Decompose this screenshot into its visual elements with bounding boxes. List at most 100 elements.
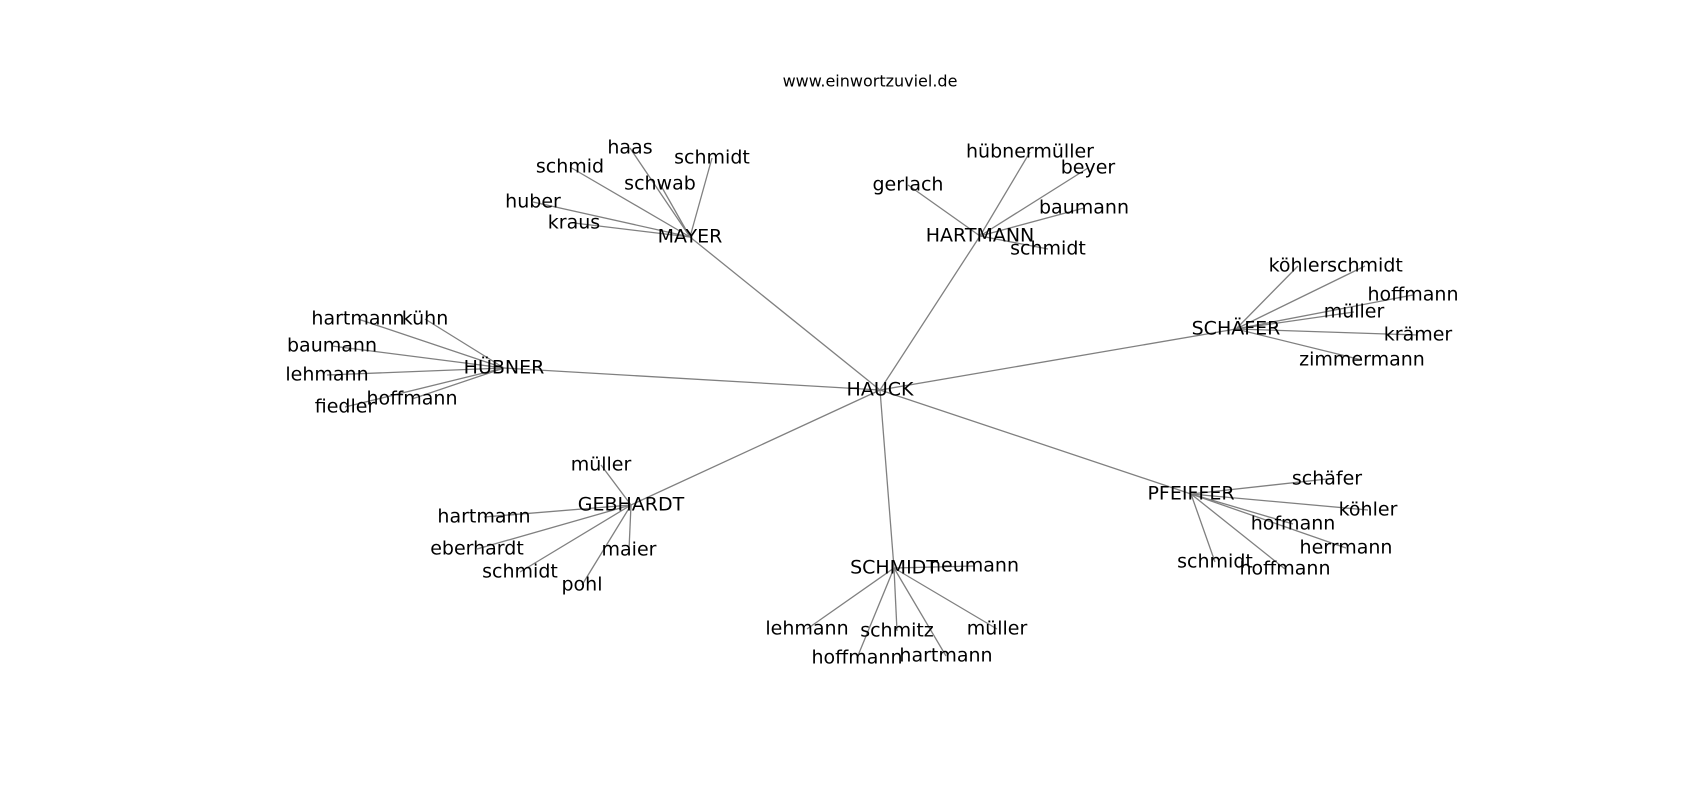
edge-pfeiffer-0	[1190, 478, 1328, 495]
leaf-node: hoffmann	[1368, 284, 1459, 306]
edge-schmidt-2	[893, 567, 898, 632]
edge-hübner-5	[344, 367, 505, 408]
edge-center-mayer	[689, 236, 881, 391]
hub-node: GEBHARDT	[578, 494, 685, 516]
leaf-node: hoffmann	[812, 647, 903, 669]
leaf-node: köhler	[1339, 499, 1398, 521]
hub-node: SCHMIDT	[850, 557, 938, 579]
leaf-node: zimmermann	[1299, 349, 1425, 371]
edge-mayer-1	[569, 166, 691, 238]
edge-schäfer-5	[1235, 328, 1363, 361]
leaf-node: schmidt	[1327, 255, 1403, 277]
hub-node: MAYER	[658, 226, 723, 248]
leaf-node: hartmann	[899, 645, 992, 667]
edge-mayer-5	[573, 222, 691, 238]
leaf-node: beyer	[1061, 157, 1116, 179]
edge-pfeiffer-1	[1190, 493, 1369, 511]
leaf-node: müller	[1324, 301, 1385, 323]
leaf-node: schmidt	[1177, 551, 1253, 573]
edge-hübner-3	[326, 367, 505, 376]
leaf-node: kraus	[548, 212, 600, 234]
leaf-node: lehmann	[765, 618, 848, 640]
leaf-node: kühn	[402, 308, 449, 330]
edge-center-pfeiffer	[879, 389, 1192, 495]
edge-schmidt-4	[856, 567, 895, 659]
leaf-node: baumann	[1039, 197, 1129, 219]
edge-schmidt-5	[893, 567, 947, 657]
edge-schmidt-3	[893, 567, 998, 630]
edge-schäfer-1	[1235, 265, 1366, 330]
edge-mayer-4	[532, 201, 691, 238]
edge-pfeiffer-4	[1190, 493, 1216, 563]
leaf-node: hoffmann	[1240, 558, 1331, 580]
leaf-node: pohl	[561, 574, 602, 596]
edge-schäfer-2	[1235, 294, 1414, 330]
edge-schäfer-4	[1235, 328, 1419, 336]
center-node: HAUCK	[847, 379, 914, 401]
leaf-node: schmitz	[860, 620, 934, 642]
leaf-node: fiedler	[315, 396, 376, 418]
leaf-node: schäfer	[1292, 468, 1362, 490]
edge-hartmann-4	[979, 235, 1049, 250]
leaf-node: haas	[607, 137, 652, 159]
edge-gebhardt-2	[476, 504, 632, 550]
edge-pfeiffer-2	[1190, 493, 1294, 525]
leaf-node: müller	[967, 618, 1028, 640]
edge-center-schmidt	[879, 389, 895, 569]
edge-mayer-2	[689, 157, 713, 238]
leaf-node: hartmann	[437, 506, 530, 528]
edge-hartmann-1	[907, 184, 981, 237]
edge-gebhardt-5	[581, 504, 632, 586]
leaf-node: schmid	[536, 156, 604, 178]
graph-edges	[326, 147, 1419, 659]
edge-schmidt-0	[893, 565, 975, 569]
leaf-node: baumann	[287, 335, 377, 357]
edge-gebhardt-3	[628, 504, 632, 551]
edge-center-schäfer	[879, 328, 1237, 391]
edge-hübner-1	[424, 318, 505, 369]
edge-center-hartmann	[879, 235, 981, 391]
leaf-node: müller	[571, 454, 632, 476]
hub-node: PFEIFFER	[1147, 483, 1234, 505]
graph-labels: www.einwortzuviel.de HAUCKMAYERhaasschmi…	[285, 72, 1458, 669]
leaf-node: neumann	[929, 555, 1019, 577]
edge-hartmann-0	[979, 151, 1031, 237]
leaf-node: schwab	[624, 173, 696, 195]
leaf-node: schmidt	[1010, 238, 1086, 260]
edge-hübner-4	[411, 367, 505, 400]
leaf-node: gerlach	[873, 174, 944, 196]
edge-hartmann-3	[979, 207, 1085, 237]
leaf-node: herrmann	[1300, 537, 1393, 559]
edge-mayer-3	[659, 183, 691, 238]
edge-pfeiffer-5	[1190, 493, 1286, 570]
leaf-node: hübnermüller	[966, 141, 1094, 163]
hub-node: HÜBNER	[464, 356, 545, 379]
site-title: www.einwortzuviel.de	[783, 72, 958, 91]
edge-gebhardt-1	[483, 504, 632, 518]
edge-center-gebhardt	[630, 389, 881, 506]
edge-hübner-2	[331, 345, 505, 369]
hub-node: SCHÄFER	[1192, 317, 1281, 340]
leaf-node: hartmann	[311, 308, 404, 330]
leaf-node: hofmann	[1251, 513, 1336, 535]
edge-schäfer-0	[1235, 265, 1299, 330]
edge-schäfer-3	[1235, 311, 1355, 330]
leaf-node: huber	[505, 191, 561, 213]
edge-gebhardt-4	[519, 504, 632, 573]
leaf-node: lehmann	[285, 364, 368, 386]
edge-hartmann-2	[979, 167, 1089, 237]
edge-mayer-0	[629, 147, 691, 238]
edge-center-hübner	[503, 367, 881, 391]
leaf-node: krämer	[1384, 324, 1453, 346]
leaf-node: maier	[602, 539, 657, 561]
edge-gebhardt-0	[600, 464, 632, 506]
edge-pfeiffer-3	[1190, 493, 1347, 549]
leaf-node: schmidt	[482, 561, 558, 583]
hub-node: HARTMANN	[926, 225, 1035, 247]
leaf-node: köhler	[1269, 255, 1328, 277]
leaf-node: hoffmann	[367, 388, 458, 410]
edge-schmidt-1	[806, 567, 895, 630]
leaf-node: schmidt	[674, 147, 750, 169]
edge-hübner-0	[357, 318, 505, 369]
